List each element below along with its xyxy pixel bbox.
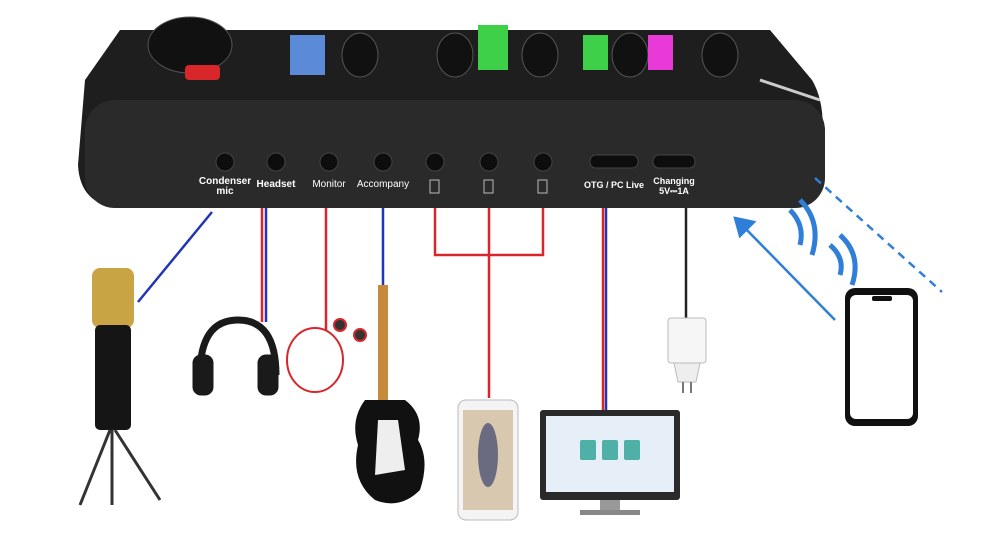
smartphone [457, 399, 519, 521]
wireless-smartphone [845, 288, 918, 426]
port-label-line2: mic [216, 186, 234, 197]
port-label-line2: 5V⎓1A [659, 186, 689, 196]
port-label-monitor: Monitor [312, 179, 346, 190]
computer-monitor [540, 410, 680, 515]
wireless-connection [733, 177, 943, 321]
sound-card-device [78, 16, 825, 208]
jacks [215, 152, 696, 172]
port-label-line1: Condenser [198, 176, 252, 187]
condenser-microphone [78, 268, 162, 506]
port-label-otg-pc-live: OTG / PC Live [583, 180, 645, 190]
headphones [192, 316, 280, 396]
port-label-headset: Headset [256, 179, 296, 190]
knobs [147, 16, 739, 78]
port-label-accompany: Accompany [356, 179, 410, 190]
cables [137, 205, 688, 410]
earphones [286, 318, 367, 393]
port-label-line1: Changing [653, 176, 695, 186]
power-charger [667, 317, 707, 393]
electric-guitar [355, 285, 425, 504]
wifi-signal-icon [788, 198, 858, 286]
mic-cable [137, 211, 213, 303]
